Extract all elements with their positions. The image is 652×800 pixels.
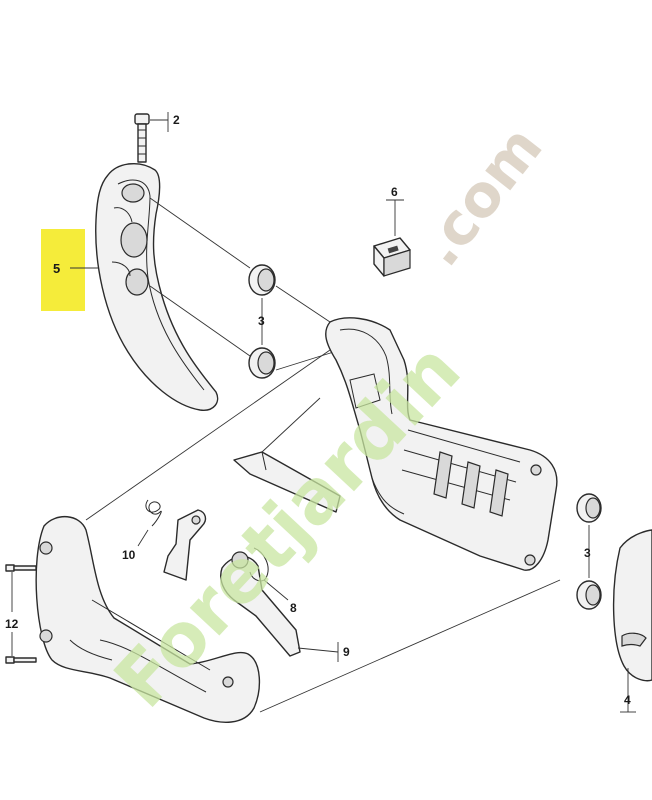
highlight-box — [41, 229, 85, 311]
callout-3-upper: 3 — [258, 314, 265, 328]
screw-part-lower — [5, 564, 37, 664]
rear-handle-part — [95, 163, 219, 411]
callout-8: 8 — [290, 601, 297, 615]
callout-3-lower: 3 — [584, 546, 591, 560]
throttle-rod-part — [233, 451, 341, 513]
lock-lever-part — [163, 509, 207, 581]
bearing-part-right — [576, 493, 602, 610]
switch-part — [373, 237, 411, 277]
callout-4: 4 — [624, 693, 631, 707]
callout-9: 9 — [343, 645, 350, 659]
callout-2: 2 — [173, 113, 180, 127]
cover-part — [612, 529, 652, 682]
handle-body-part — [325, 317, 558, 571]
screw-part — [134, 113, 150, 163]
callout-6: 6 — [391, 185, 398, 199]
callout-5: 5 — [53, 261, 60, 276]
trigger-part — [220, 547, 301, 657]
callout-12: 12 — [5, 617, 19, 631]
front-handle-part — [35, 516, 261, 723]
watermark-tld: .com — [405, 113, 555, 278]
bearing-part — [248, 264, 276, 379]
spring-part — [145, 499, 162, 527]
callout-10: 10 — [122, 548, 136, 562]
